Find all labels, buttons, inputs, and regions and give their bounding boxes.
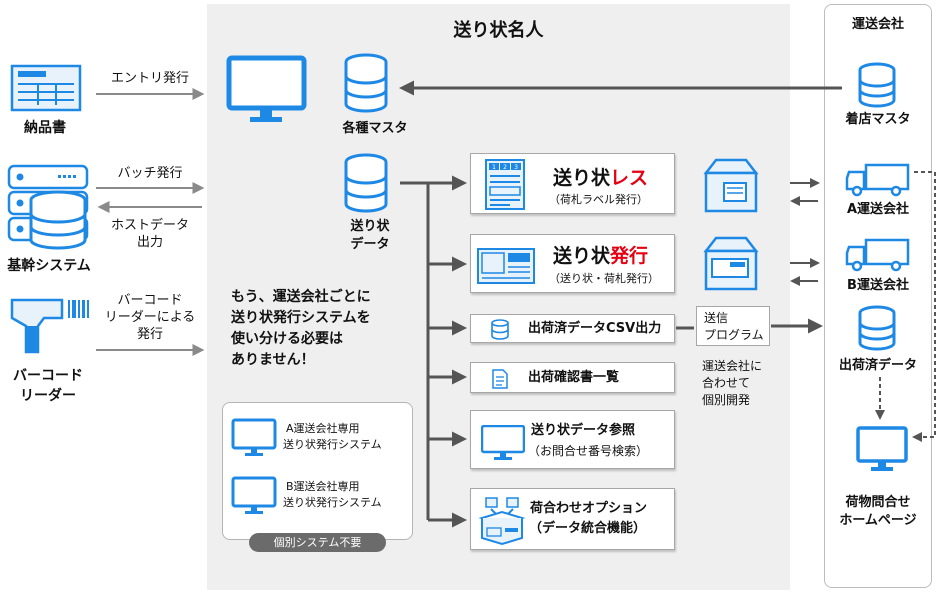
merge-option-box: 荷合わせオプション （データ統合機能）: [470, 488, 675, 550]
custom-development-note: 運送会社に 合わせて 個別開発: [702, 358, 762, 409]
svg-text:1: 1: [492, 164, 496, 171]
shipment-confirm-box: 出荷確認書一覧: [470, 362, 675, 393]
send-program-box: 送信 プログラム: [696, 306, 770, 346]
message-line: 使い分ける必要は: [231, 331, 343, 347]
inquiry-line: 荷物問合せ: [845, 495, 911, 510]
note-line: 運送会社に: [702, 359, 763, 373]
no-need-message: もう、運送会社ごとに 送り状発行システムを 使い分ける必要は ありません！: [231, 287, 371, 371]
host-output-line: 出力: [136, 235, 163, 250]
monitor-icon: [856, 426, 908, 471]
system-a-line: A運送会社専用: [286, 422, 360, 435]
master-label: 各種マスタ: [342, 121, 408, 136]
delivery-note-label: 納品書: [24, 120, 66, 136]
store-master-label: 着店マスタ: [845, 112, 911, 127]
box-icon: [703, 236, 759, 291]
truck-icon: [845, 238, 910, 272]
system-b-label: B運送会社専用 送り状発行システム: [283, 479, 382, 511]
message-line: 送り状発行システムを: [231, 310, 371, 326]
slip-less-box: 1 2 3 送り状レス （荷札ラベル発行）: [470, 153, 675, 214]
truck-icon: [845, 163, 910, 197]
note-line: 合わせて: [702, 376, 751, 390]
barcode-issue-line: 発行: [136, 327, 163, 342]
barcode-reader-line: バーコード: [13, 368, 83, 384]
send-program-line2: プログラム: [704, 328, 764, 342]
no-separate-system-badge: 個別システム不要: [249, 533, 386, 552]
inquiry-page-label: 荷物問合せ ホームページ: [824, 494, 932, 530]
system-b-line: B運送会社専用: [286, 480, 360, 493]
system-a-label: A運送会社専用 送り状発行システム: [283, 421, 382, 453]
slip-data-line: 送り状: [350, 219, 390, 234]
carrier-b-label: B運送会社: [847, 278, 909, 293]
slip-reference-sub: （お問合せ番号検索）: [528, 444, 649, 458]
database-icon: [858, 62, 896, 108]
document-icon: [492, 369, 508, 389]
slip-less-main: 送り状: [553, 167, 611, 189]
slip-less-accent: レス: [610, 167, 649, 189]
message-line: ありません！: [231, 352, 315, 368]
system-a-line: 送り状発行システム: [283, 438, 382, 451]
merge-option-sub: （データ統合機能）: [529, 521, 647, 536]
barcode-scanner-icon: [10, 298, 89, 354]
carrier-a-label: A運送会社: [846, 202, 910, 217]
page-title: 送り状名人: [453, 20, 544, 41]
svg-text:2: 2: [503, 164, 507, 171]
slip-form-icon: [477, 248, 535, 284]
carrier-panel-title: 運送会社: [851, 17, 904, 32]
merge-option-title: 荷合わせオプション: [530, 501, 648, 516]
slip-data-label: 送り状 データ: [320, 218, 420, 254]
csv-output-label: 出荷済データCSV出力: [528, 321, 662, 336]
note-line: 個別開発: [702, 393, 751, 407]
barcode-issue-line: リーダーによる: [104, 310, 196, 325]
slip-less-sub: （荷札ラベル発行）: [549, 193, 648, 206]
server-icon: [7, 164, 89, 250]
shipped-data-label: 出荷済データ: [838, 358, 917, 373]
svg-text:3: 3: [514, 164, 518, 171]
box-icon: [703, 158, 759, 213]
host-output-line: ホストデータ: [110, 218, 189, 233]
database-icon: [858, 305, 896, 351]
label-sheet-icon: 1 2 3: [485, 159, 525, 210]
database-icon: [491, 319, 509, 340]
message-line: もう、運送会社ごとに: [231, 289, 371, 305]
batch-issue-label: バッチ発行: [117, 166, 183, 181]
inquiry-line: ホームページ: [839, 513, 917, 528]
host-output-label: ホストデータ 出力: [100, 217, 200, 251]
database-icon: [344, 153, 388, 213]
slip-issue-accent: 発行: [610, 245, 649, 267]
monitor-icon: [481, 425, 525, 460]
barcode-reader-label: バーコード リーダー: [0, 366, 96, 406]
slip-data-line: データ: [350, 237, 390, 252]
core-system-label: 基幹システム: [7, 258, 91, 274]
slip-issue-sub: （送り状・荷札発行）: [549, 272, 659, 285]
entry-issue-label: エントリ発行: [110, 71, 189, 86]
system-b-line: 送り状発行システム: [283, 496, 382, 509]
merge-icon: [478, 497, 526, 546]
barcode-reader-line: リーダー: [20, 388, 76, 404]
slip-issue-main: 送り状: [553, 245, 611, 267]
form-icon: [10, 64, 82, 112]
slip-reference-title: 送り状データ参照: [531, 423, 636, 438]
send-program-line1: 送信: [704, 311, 729, 325]
shipment-confirm-label: 出荷確認書一覧: [528, 370, 620, 385]
monitor-icon: [231, 476, 277, 514]
slip-issue-box: 送り状発行 （送り状・荷札発行）: [470, 234, 675, 293]
monitor-icon: [226, 55, 307, 122]
barcode-issue-line: バーコード: [117, 293, 183, 308]
barcode-issue-label: バーコード リーダーによる 発行: [100, 292, 200, 343]
slip-reference-box: 送り状データ参照 （お問合せ番号検索）: [470, 410, 675, 469]
csv-output-box: 出荷済データCSV出力: [470, 314, 675, 343]
database-icon: [344, 53, 388, 113]
monitor-icon: [231, 418, 277, 456]
